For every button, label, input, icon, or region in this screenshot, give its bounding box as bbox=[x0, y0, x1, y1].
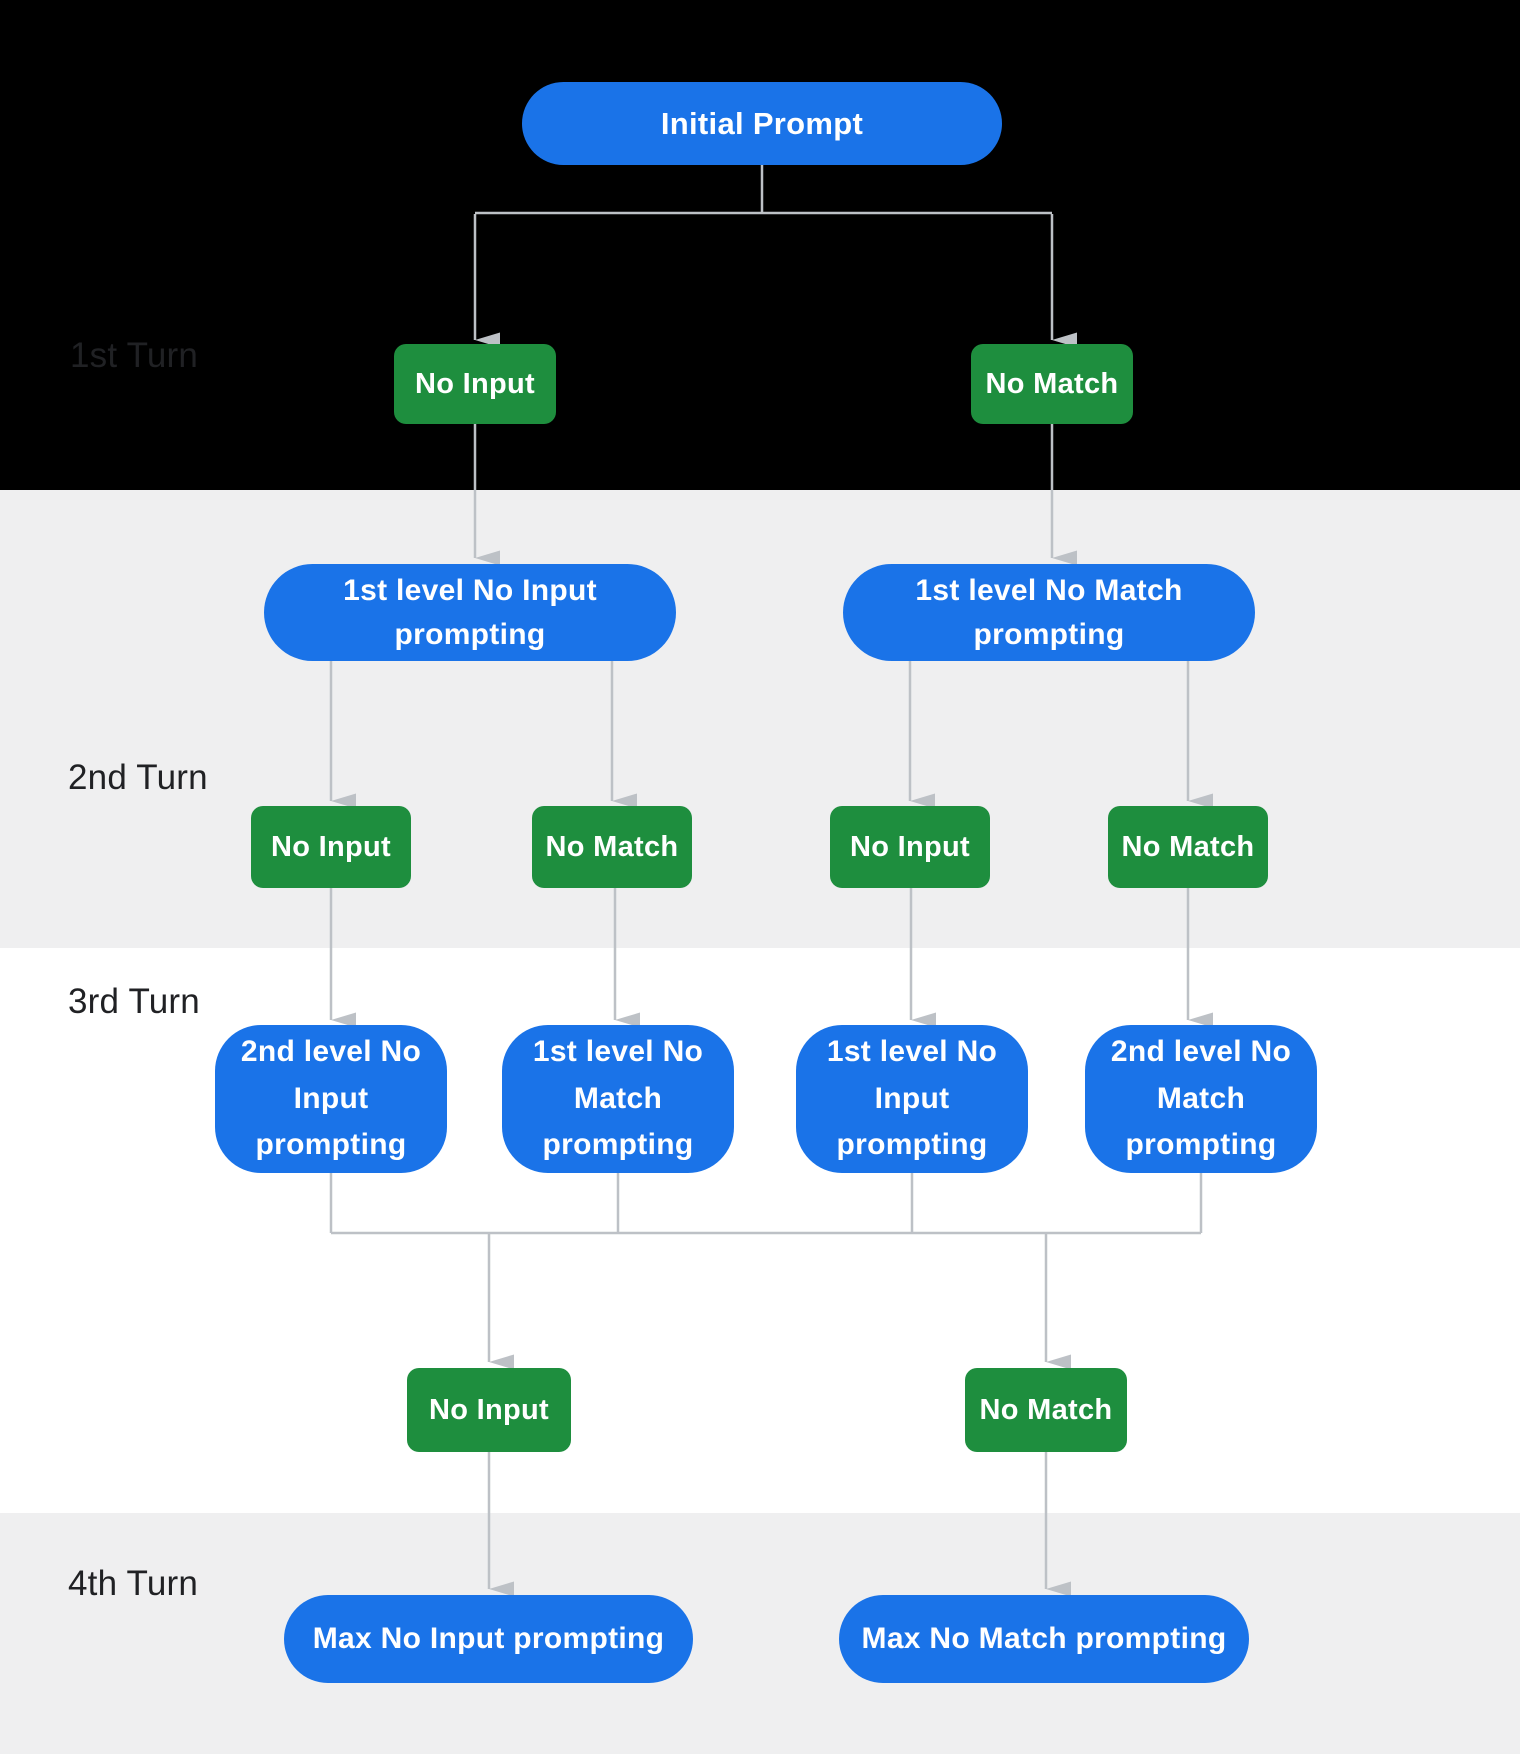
turn4-band bbox=[0, 1513, 1520, 1754]
node-turn2-no-match-b: No Match bbox=[1108, 806, 1268, 888]
node-turn2-no-input-b: No Input bbox=[830, 806, 990, 888]
node-turn2-no-match-a: No Match bbox=[532, 806, 692, 888]
node-initial-prompt: Initial Prompt bbox=[522, 82, 1002, 165]
node-2nd-level-no-match-prompting: 2nd level No Match prompting bbox=[1085, 1025, 1317, 1173]
node-1st-level-no-input-prompting: 1st level No Input prompting bbox=[264, 564, 676, 661]
node-1st-level-no-input-prompting-2: 1st level No Input prompting bbox=[796, 1025, 1028, 1173]
node-turn4-no-input: No Input bbox=[407, 1368, 571, 1452]
node-1st-level-no-match-prompting: 1st level No Match prompting bbox=[843, 564, 1255, 661]
node-turn1-no-match: No Match bbox=[971, 344, 1133, 424]
turn-label-4th: 4th Turn bbox=[68, 1564, 199, 1603]
node-turn1-no-input: No Input bbox=[394, 344, 556, 424]
node-max-no-match-prompting: Max No Match prompting bbox=[839, 1595, 1249, 1683]
node-turn2-no-input-a: No Input bbox=[251, 806, 411, 888]
node-2nd-level-no-input-prompting: 2nd level No Input prompting bbox=[215, 1025, 447, 1173]
node-turn4-no-match: No Match bbox=[965, 1368, 1127, 1452]
turn-label-3rd: 3rd Turn bbox=[68, 982, 200, 1021]
node-max-no-input-prompting: Max No Input prompting bbox=[284, 1595, 693, 1683]
connector-group bbox=[329, 165, 1213, 1597]
turn1-band bbox=[0, 0, 1520, 490]
turn-label-2nd: 2nd Turn bbox=[68, 758, 208, 797]
node-1st-level-no-match-prompting-2: 1st level No Match prompting bbox=[502, 1025, 734, 1173]
turn-label-1st: 1st Turn bbox=[70, 336, 199, 375]
